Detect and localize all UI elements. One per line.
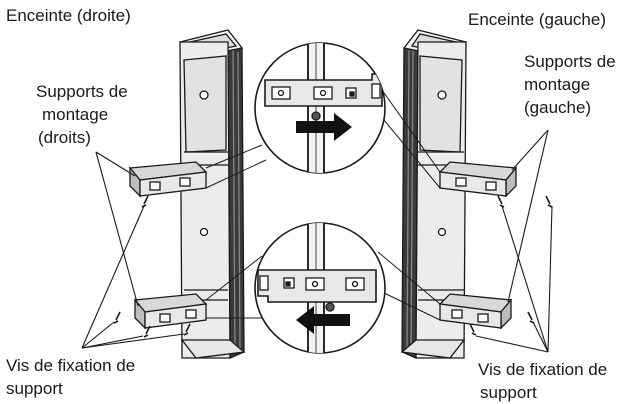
label-brackets-right-line1: Supports de — [36, 82, 128, 101]
label-brackets-left-line3: (gauche) — [524, 98, 592, 117]
bracket-left-upper — [438, 161, 518, 198]
magnifier-top — [254, 42, 386, 174]
label-brackets-left: Supports de montage (gauche) — [524, 50, 616, 119]
label-screws-right: Vis de fixation de support — [6, 354, 135, 400]
label-screws-left: Vis de fixation de support — [478, 358, 607, 404]
label-screws-right-line2: support — [6, 379, 63, 398]
leader-lines — [81, 129, 553, 353]
label-brackets-right-line3: (droits) — [38, 128, 91, 147]
bracket-right-upper — [128, 161, 208, 198]
label-screws-left-line1: Vis de fixation de — [478, 360, 608, 379]
label-screws-left-line2: support — [480, 383, 537, 402]
speaker-left — [400, 29, 553, 359]
speaker-right — [113, 29, 246, 359]
label-brackets-right-line2: montage — [42, 105, 109, 124]
magnifier-bottom — [254, 222, 386, 354]
bracket-left-lower — [438, 293, 513, 330]
label-brackets-left-line2: montage — [524, 75, 591, 94]
label-speaker-left: Enceinte (gauche) — [468, 10, 606, 29]
arrow-left-icon — [296, 306, 350, 334]
bracket-right-lower — [133, 293, 208, 330]
label-screws-right-line1: Vis de fixation de — [6, 356, 136, 375]
label-brackets-left-line1: Supports de — [524, 52, 616, 71]
label-speaker-right: Enceinte (droite) — [6, 6, 131, 25]
magnifier-connectors — [205, 89, 441, 321]
arrow-right-icon — [296, 113, 352, 141]
label-brackets-right: Supports de montage (droits) — [36, 80, 128, 149]
